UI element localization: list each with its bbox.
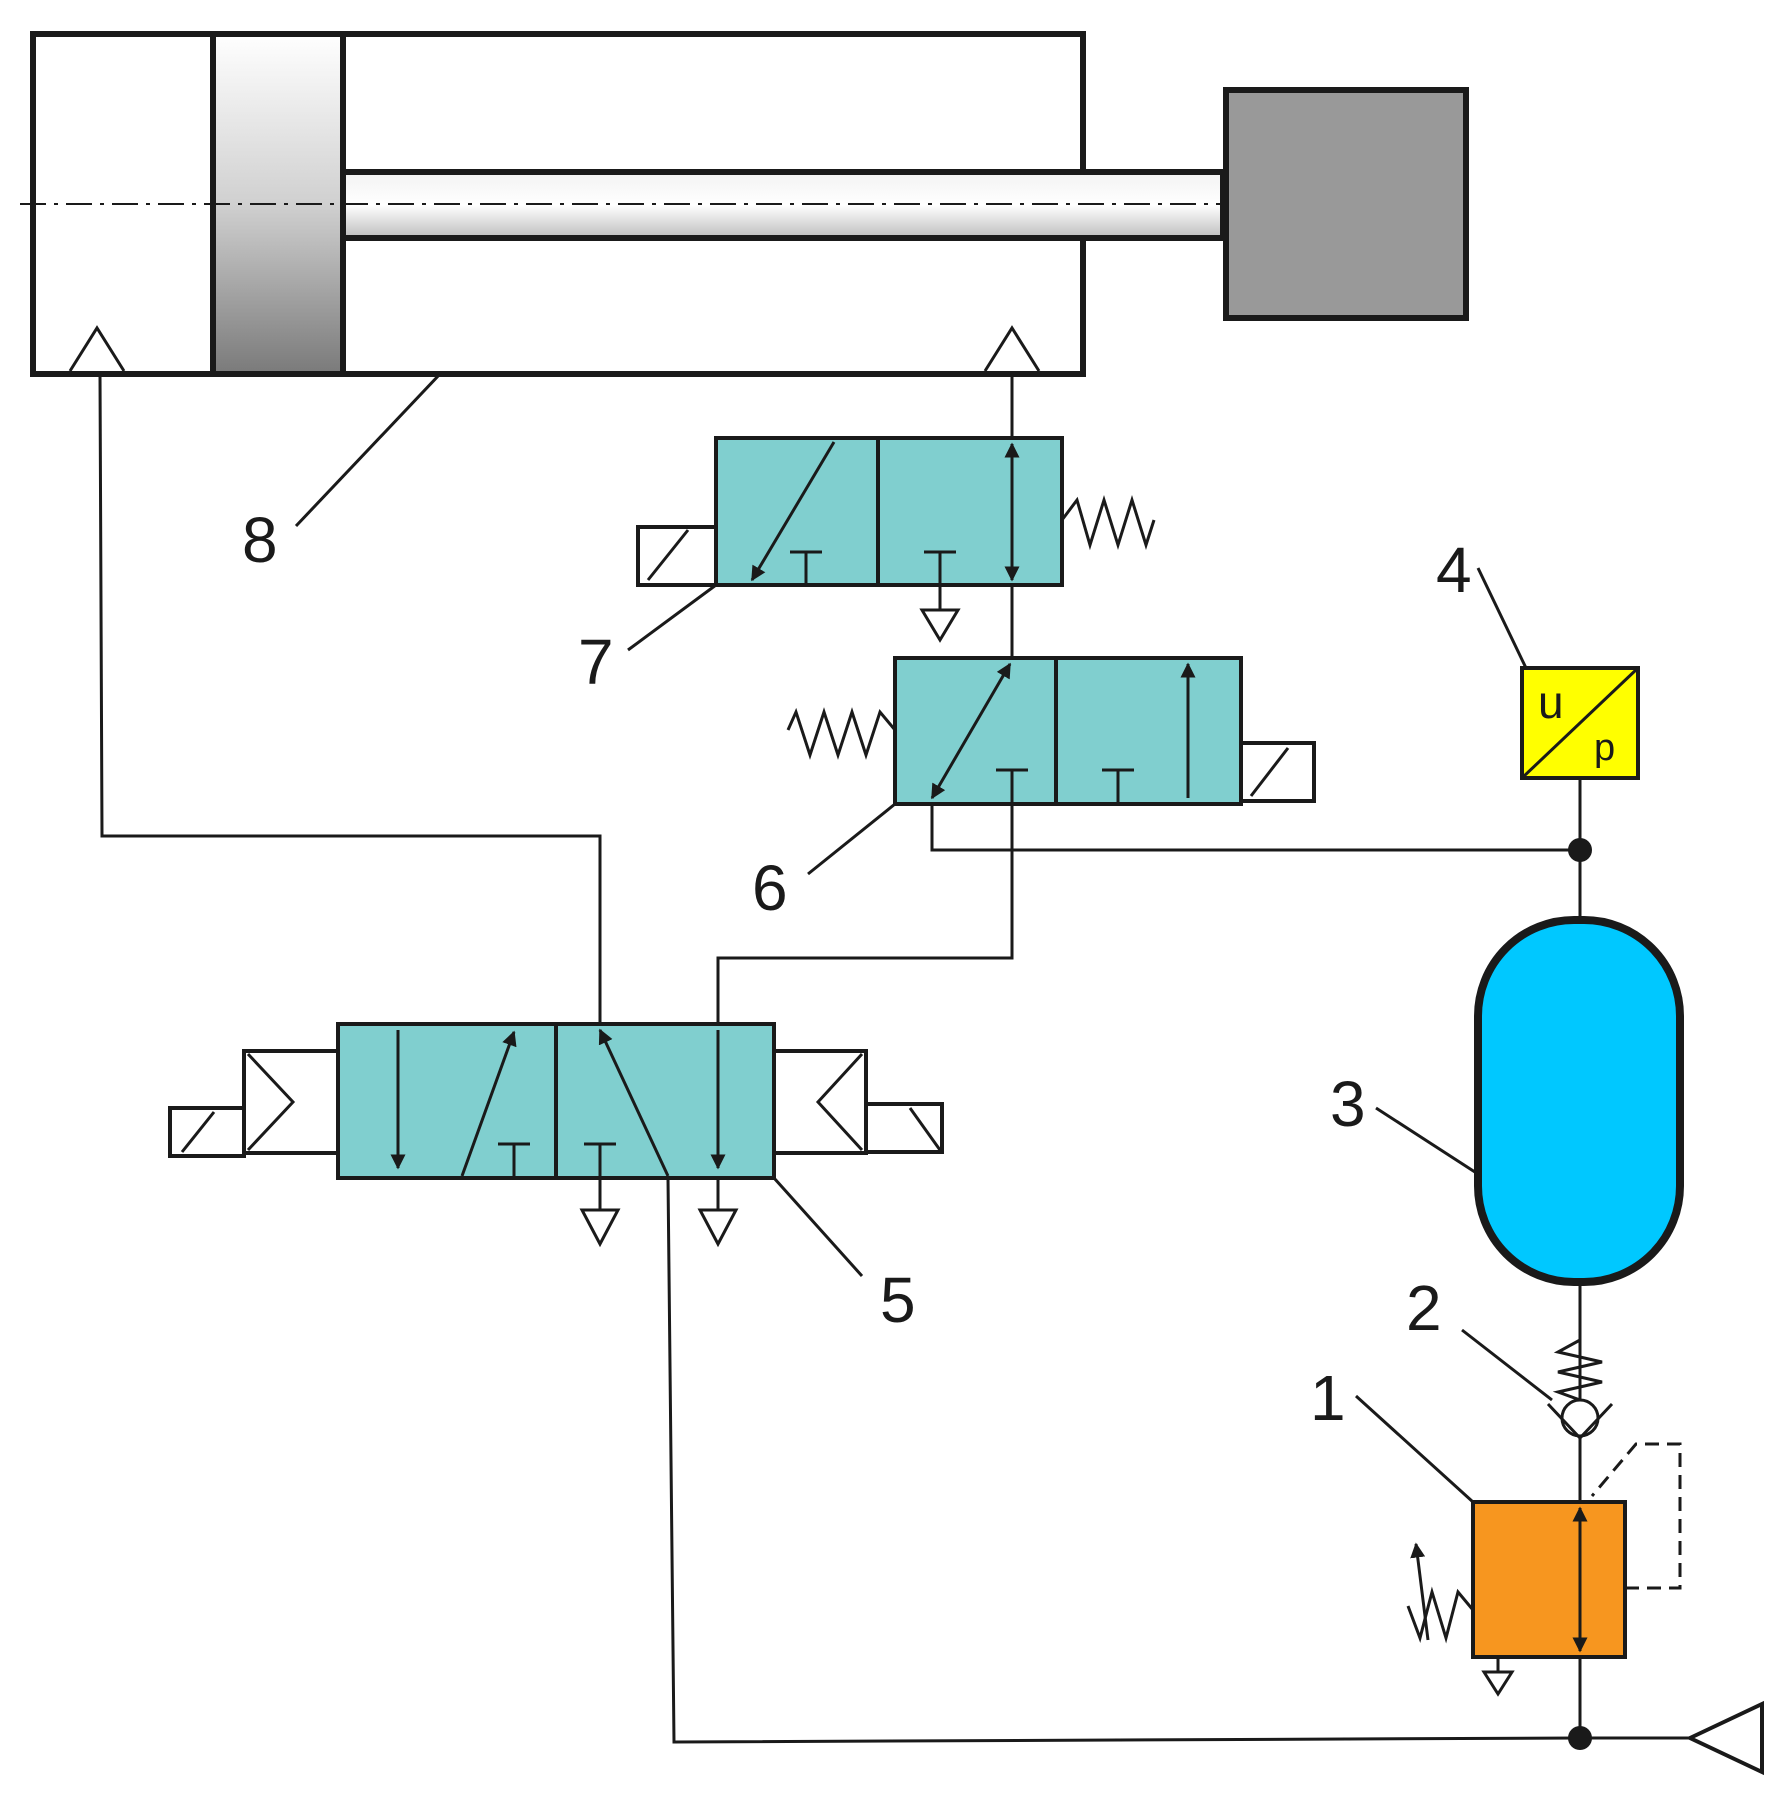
receiver-tank <box>1474 916 1684 1286</box>
label-6: 6 <box>752 852 788 924</box>
transducer-letter-p: p <box>1594 727 1615 769</box>
cylinder-port-left <box>68 325 126 372</box>
leader-lines <box>294 372 1553 1504</box>
cylinder-port-right <box>983 325 1041 372</box>
check-valve <box>1546 1338 1614 1441</box>
cylinder <box>20 31 1469 377</box>
label-4: 4 <box>1436 534 1472 606</box>
pressure-regulator <box>1406 1442 1682 1697</box>
cylinder-piston <box>210 31 346 377</box>
label-5: 5 <box>880 1264 916 1336</box>
line-supply-to-valve-5 <box>666 1177 1581 1744</box>
valve-5 <box>168 1022 944 1248</box>
label-7: 7 <box>578 626 614 698</box>
label-2: 2 <box>1406 1272 1442 1344</box>
load-mass <box>1223 87 1469 321</box>
valve-7 <box>636 436 1156 643</box>
air-supply-source <box>1685 1700 1764 1776</box>
transducer-up: u p <box>1520 666 1640 780</box>
label-3: 3 <box>1330 1068 1366 1140</box>
transducer-letter-u: u <box>1538 676 1564 728</box>
junction-dot-sensor <box>1568 838 1592 862</box>
junction-dot-supply <box>1568 1726 1592 1750</box>
pneumatic-lines <box>98 373 1690 1750</box>
valve-6 <box>786 656 1316 806</box>
line-cylinder-left-to-valve-5 <box>98 373 602 1024</box>
line-valve-6-to-sensor-junction <box>930 804 1580 852</box>
label-8: 8 <box>242 504 278 576</box>
line-valve-6-to-valve-5 <box>716 804 1014 1024</box>
label-1: 1 <box>1310 1362 1346 1434</box>
